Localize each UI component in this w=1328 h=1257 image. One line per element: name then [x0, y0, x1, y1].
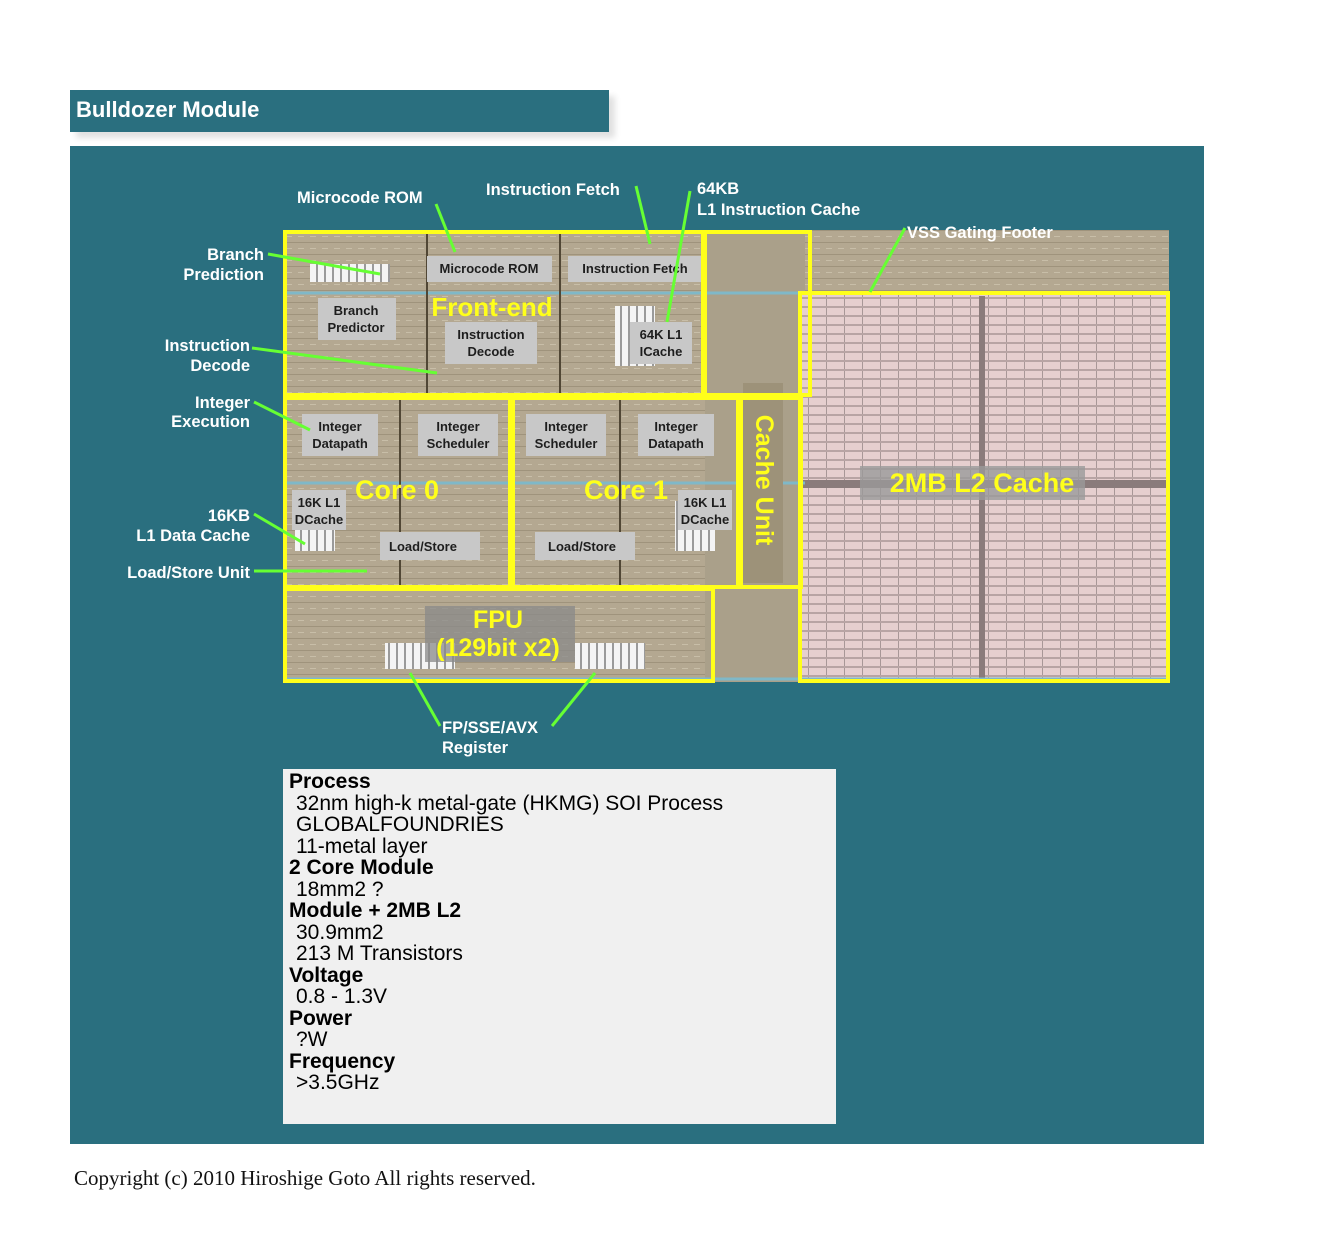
callout-icache: L1 Instruction Cache: [697, 201, 860, 219]
l2-outline: [798, 291, 1170, 683]
callout-line-register-a: [408, 672, 442, 727]
callout-line-microcode: [434, 203, 457, 253]
callout-line-fetch: [634, 185, 652, 245]
page-title: Bulldozer Module: [76, 97, 260, 122]
spec-value: 11-metal layer: [296, 834, 428, 858]
die-label-fetch: Instruction Fetch: [582, 261, 688, 276]
label-core1: Core 1: [584, 475, 668, 505]
callout-exec-1: Integer: [195, 394, 251, 412]
callout-branch-2: Prediction: [183, 266, 264, 284]
callout-decode-1: Instruction: [165, 337, 250, 355]
callout-register-1: FP/SSE/AVX: [442, 719, 538, 737]
spec-value: 18mm2 ?: [296, 877, 384, 901]
die-label-decode-2: Decode: [468, 344, 515, 359]
die-label-datapath1-2: Datapath: [648, 436, 704, 451]
spec-heading: Frequency: [289, 1049, 396, 1073]
callout-line-register-b: [550, 672, 597, 727]
die-label-microcode: Microcode ROM: [440, 261, 539, 276]
callout-dcache-size: 16KB: [208, 507, 250, 525]
callout-fetch: Instruction Fetch: [486, 181, 620, 199]
callout-line-vss: [868, 227, 907, 293]
spec-value: >3.5GHz: [296, 1071, 380, 1094]
die-label-dcache1-1: 16K L1: [684, 495, 727, 510]
die-diagram: Microcode ROM Instruction Fetch Branch P…: [127, 180, 1170, 757]
spec-heading: Process: [289, 770, 371, 793]
die-label-datapath1-1: Integer: [654, 419, 697, 434]
spec-value: 30.9mm2: [296, 920, 384, 944]
spec-value: 213 M Transistors: [296, 942, 463, 965]
spec-heading: Voltage: [289, 963, 364, 987]
die-label-datapath0-1: Integer: [318, 419, 361, 434]
label-l2: 2MB L2 Cache: [890, 468, 1075, 498]
die-label-icache-2: ICache: [640, 344, 683, 359]
die-label-datapath0-2: Datapath: [312, 436, 368, 451]
callout-register-2: Register: [442, 739, 509, 757]
label-fpu: FPU: [473, 606, 523, 634]
callout-dcache: L1 Data Cache: [136, 527, 250, 545]
die-labels: Microcode ROM Instruction Fetch Branch P…: [292, 256, 1085, 662]
callout-line-icache: [665, 190, 692, 323]
die-label-branch-2: Predictor: [327, 320, 384, 335]
die-label-branch-1: Branch: [334, 303, 379, 318]
spec-value: ?W: [296, 1028, 328, 1051]
copyright: Copyright (c) 2010 Hiroshige Goto All ri…: [74, 1166, 536, 1190]
callout-line-exec: [253, 400, 311, 432]
spec-heading: Power: [289, 1006, 353, 1030]
label-front-end: Front-end: [431, 292, 552, 322]
callout-line-dcache: [253, 512, 306, 546]
label-cache-unit: Cache Unit: [750, 415, 778, 546]
block-outlines: [283, 230, 1170, 683]
callout-line-decode: [251, 346, 438, 375]
callout-loadstore: Load/Store Unit: [127, 564, 250, 582]
die-label-scheduler0-2: Scheduler: [427, 436, 490, 451]
spec-value: 32nm high-k metal-gate (HKMG) SOI Proces…: [296, 791, 724, 815]
spec-value: 0.8 - 1.3V: [296, 985, 388, 1008]
fpu-outline: [283, 587, 715, 683]
die-label-loadstore0: Load/Store: [389, 539, 457, 554]
callout-decode-2: Decode: [190, 357, 250, 375]
spec-heading: Module + 2MB L2: [289, 899, 462, 922]
callout-branch-1: Branch: [207, 246, 264, 264]
spec-heading: 2 Core Module: [289, 856, 434, 879]
title-bar: Bulldozer Module: [70, 90, 609, 132]
die-label-scheduler1-1: Integer: [544, 419, 587, 434]
die-label-dcache1-2: DCache: [681, 512, 729, 527]
die-label-dcache0-2: DCache: [295, 512, 343, 527]
die-label-dcache0-1: 16K L1: [298, 495, 341, 510]
die-label-scheduler0-1: Integer: [436, 419, 479, 434]
spec-value: GLOBALFOUNDRIES: [296, 813, 504, 836]
die-label-loadstore1: Load/Store: [548, 539, 616, 554]
label-core0: Core 0: [355, 475, 439, 505]
callout-exec-2: Execution: [171, 413, 250, 431]
callout-icache-size: 64KB: [697, 180, 739, 198]
callout-line-branch: [267, 252, 381, 276]
die-label-icache-1: 64K L1: [640, 327, 683, 342]
callout-microcode: Microcode ROM: [297, 189, 423, 207]
callout-vss: VSS Gating Footer: [907, 224, 1053, 242]
die-label-scheduler1-2: Scheduler: [535, 436, 598, 451]
diagram-panel: Microcode ROM Instruction Fetch Branch P…: [70, 146, 1204, 1144]
label-fpu-width: (129bit x2): [436, 634, 560, 662]
die-label-decode-1: Instruction: [457, 327, 524, 342]
callout-lines: [251, 185, 907, 727]
cache-unit-top-outline: [703, 230, 812, 397]
die-photo: [285, 230, 1169, 682]
